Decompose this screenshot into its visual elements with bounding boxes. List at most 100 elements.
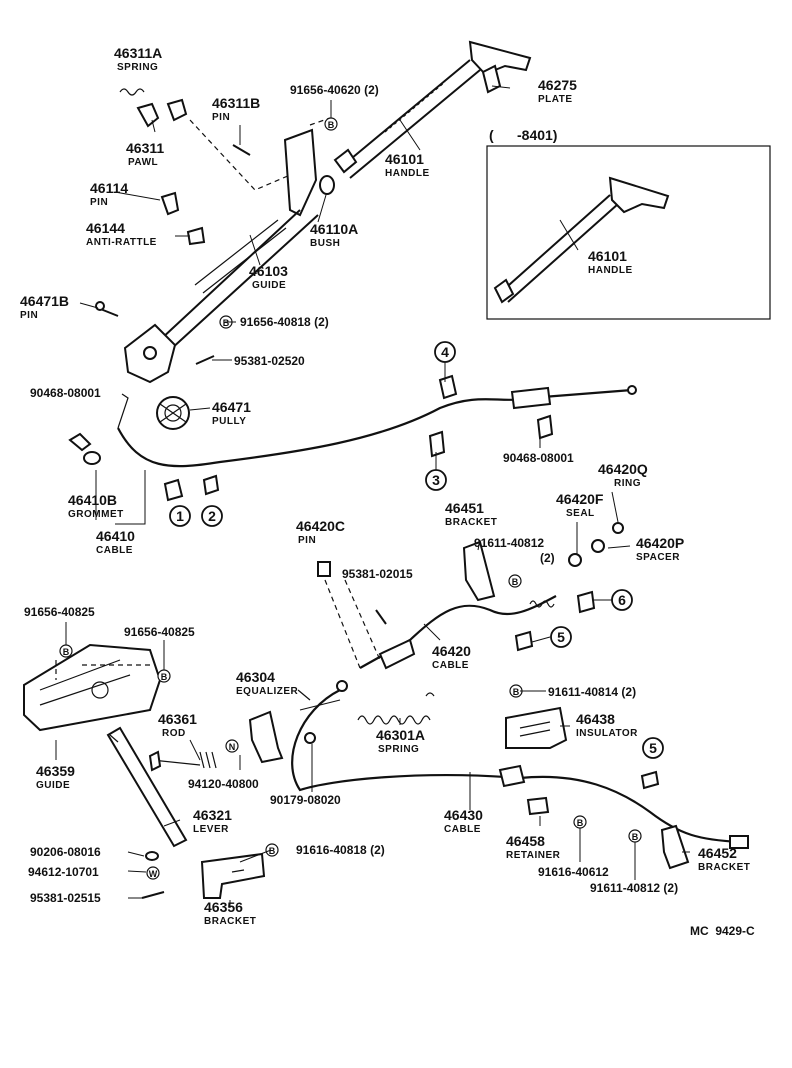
svg-text:W: W (149, 869, 158, 879)
part-label-46471: 46471 PULLY (212, 399, 251, 427)
svg-text:B: B (512, 577, 519, 587)
svg-text:46101: 46101 (588, 248, 627, 264)
svg-text:46420C: 46420C (296, 518, 345, 534)
part-label-94612-10701: 94612-10701 (28, 865, 99, 879)
svg-text:SPRING: SPRING (378, 744, 419, 755)
bolt-symbol: B (265, 843, 279, 857)
svg-text:46410B: 46410B (68, 492, 117, 508)
svg-text:BRACKET: BRACKET (204, 916, 256, 927)
svg-text:B: B (632, 832, 639, 842)
nut-symbol: N (225, 739, 239, 753)
part-label-46420P: 46420P SPACER (636, 535, 684, 563)
part-label-46275: 46275 PLATE (538, 77, 577, 105)
part-label-46420Q: 46420Q RING (598, 461, 648, 489)
svg-text:BRACKET: BRACKET (445, 517, 497, 528)
svg-text:GROMMET: GROMMET (68, 509, 124, 520)
part-label-46430: 46430 CABLE (444, 807, 483, 835)
svg-text:B: B (269, 846, 276, 856)
bolt-symbol: B (59, 644, 73, 658)
svg-text:ROD: ROD (162, 728, 186, 739)
part-label-46311A: 46311A SPRING (114, 45, 162, 73)
callout-5: 5 (550, 626, 572, 648)
svg-text:MC 9429-C: MC 9429-C (690, 924, 755, 938)
part-label-46361: 46361 ROD (158, 711, 197, 739)
svg-text:46451: 46451 (445, 500, 484, 516)
part-label-46458: 46458 RETAINER (506, 833, 561, 861)
svg-text:46311: 46311 (126, 140, 164, 156)
part-label-46452: 46452 BRACKET (698, 845, 750, 873)
svg-text:CABLE: CABLE (96, 545, 133, 556)
bolt-symbol: B (508, 574, 522, 588)
part-label-91616-40612: 91616-40612 (538, 865, 609, 879)
svg-text:3: 3 (432, 472, 440, 488)
svg-text:LEVER: LEVER (193, 824, 229, 835)
small-hardware (127, 851, 165, 899)
svg-text:94612-10701: 94612-10701 (28, 865, 99, 879)
svg-text:91656-40825: 91656-40825 (124, 625, 195, 639)
part-label-46110A: 46110A BUSH (310, 221, 358, 249)
svg-text:46410: 46410 (96, 528, 135, 544)
part-label-46438: 46438 INSULATOR (576, 711, 638, 739)
svg-text:PIN: PIN (298, 535, 316, 546)
svg-text:46438: 46438 (576, 711, 615, 727)
svg-text:46356: 46356 (204, 899, 243, 915)
svg-text:46110A: 46110A (310, 221, 358, 237)
callout-5: 5 (642, 737, 664, 759)
svg-text:95381-02520: 95381-02520 (234, 354, 305, 368)
part-label-46420: 46420 CABLE (432, 643, 471, 671)
part-label-91616-40818: 91616-40818 (2) (296, 843, 385, 857)
svg-text:SPRING: SPRING (117, 62, 158, 73)
part-label-91656-40825: 91656-40825 (124, 625, 195, 639)
bolt-symbol: B (324, 117, 338, 131)
svg-text:90468-08001: 90468-08001 (30, 386, 101, 400)
svg-text:B: B (63, 647, 70, 657)
part-label-90468-08001: 90468-08001 (503, 451, 574, 465)
rear-cable-46430 (291, 680, 749, 849)
svg-text:94120-40800: 94120-40800 (188, 777, 259, 791)
svg-text:RETAINER: RETAINER (506, 850, 561, 861)
svg-text:46311B: 46311B (212, 95, 260, 111)
svg-text:PLATE: PLATE (538, 94, 573, 105)
part-label-90206-08016: 90206-08016 (30, 845, 101, 859)
svg-text:N: N (229, 742, 236, 752)
svg-text:46420Q: 46420Q (598, 461, 648, 477)
svg-text:90468-08001: 90468-08001 (503, 451, 574, 465)
equalizer-rod-lever (106, 710, 284, 848)
svg-text:( -8401): ( -8401) (489, 127, 557, 143)
part-label-91656-40620: 91656-40620 (2) (290, 83, 379, 97)
svg-text:PIN: PIN (90, 197, 108, 208)
part-label-46103: 46103 GUIDE (249, 263, 288, 291)
inset-label: ( -8401) (489, 127, 557, 143)
svg-text:91611-40812 (2): 91611-40812 (2) (590, 881, 678, 895)
part-label-91656-40825: 91656-40825 (24, 605, 95, 619)
part-label-46101-inset: 46101 HANDLE (588, 248, 632, 276)
svg-text:ANTI-RATTLE: ANTI-RATTLE (86, 237, 157, 248)
spring-46301A (357, 692, 435, 725)
part-label-46301A: 46301A SPRING (376, 727, 425, 755)
part-label-90468-08001: 90468-08001 (30, 386, 101, 400)
part-label-46144: 46144 ANTI-RATTLE (86, 220, 157, 248)
leader-lines (55, 85, 690, 908)
part-label-46410: 46410 CABLE (96, 528, 135, 556)
svg-text:90179-08020: 90179-08020 (270, 793, 341, 807)
part-label-46311: 46311 PAWL (126, 140, 164, 168)
svg-text:46114: 46114 (90, 180, 128, 196)
svg-text:(2): (2) (540, 551, 555, 565)
svg-text:91656-40620 (2): 91656-40620 (2) (290, 83, 379, 97)
svg-text:BUSH: BUSH (310, 238, 340, 249)
svg-text:PIN: PIN (212, 112, 230, 123)
svg-text:46420: 46420 (432, 643, 471, 659)
callout-6: 6 (611, 589, 633, 611)
svg-text:46471: 46471 (212, 399, 251, 415)
svg-text:46275: 46275 (538, 77, 577, 93)
washer-symbol: W (146, 866, 160, 880)
part-label-46356: 46356 BRACKET (204, 899, 256, 927)
part-label-46114: 46114 PIN (90, 180, 128, 208)
part-label-95381-02015: 95381-02015 (342, 567, 413, 581)
part-label-91611-40814: 91611-40814 (2) (548, 685, 636, 699)
svg-text:CABLE: CABLE (432, 660, 469, 671)
svg-text:95381-02015: 95381-02015 (342, 567, 413, 581)
bolt-symbol: B (573, 815, 587, 829)
svg-text:B: B (328, 120, 335, 130)
